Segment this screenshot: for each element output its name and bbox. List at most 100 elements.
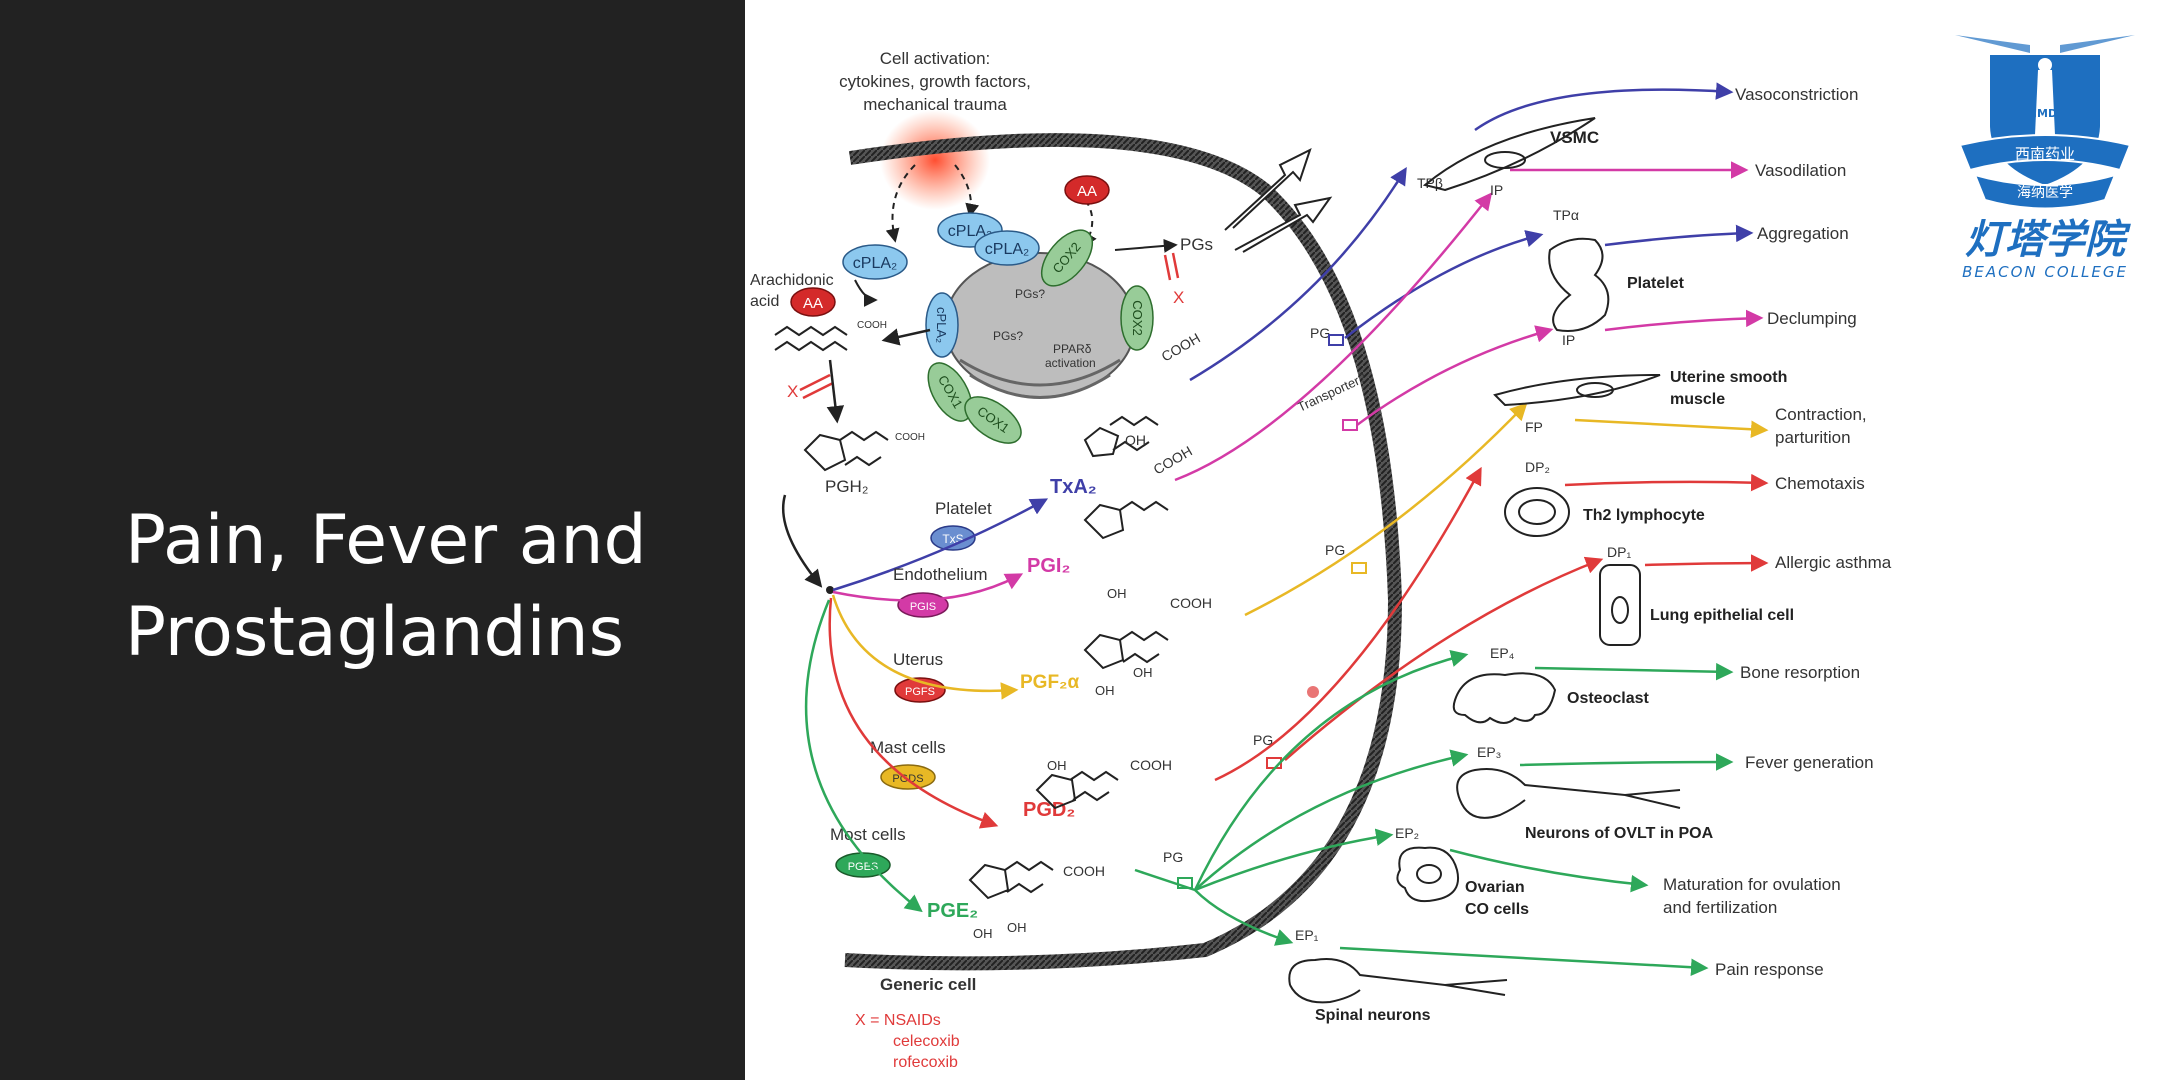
osteoclast-label: Osteoclast xyxy=(1567,690,1649,707)
ep4-receptor-label: EP₄ xyxy=(1490,645,1515,661)
pgf2a-structure xyxy=(1083,630,1169,670)
transporter-blue xyxy=(1328,334,1344,346)
cpla2-to-aa-arrow xyxy=(854,279,878,307)
dp1-receptor-label: DP₁ xyxy=(1607,544,1631,560)
ovlt-neuron-cell xyxy=(1456,768,1681,819)
txa2-synthesis-arrow xyxy=(832,498,1049,592)
pgs-export-arrow-2 xyxy=(1234,196,1333,253)
pgf2a-synthesis-arrow xyxy=(831,594,1019,700)
source-platelet-label: Platelet xyxy=(935,499,992,518)
slide-title: Pain, Fever and Prostaglandins xyxy=(125,495,725,679)
pgd2-synthesis-arrow xyxy=(828,597,999,829)
pgh2-cooh-label: COOH xyxy=(895,432,925,443)
svg-text:cPLA₂: cPLA₂ xyxy=(948,223,992,240)
txa2-export-to-tp-alpha xyxy=(1344,230,1544,339)
cox2-enzyme-1: COX2 xyxy=(1040,229,1094,287)
pge2-to-ep4 xyxy=(1193,649,1469,891)
contraction-label-2: parturition xyxy=(1775,428,1851,447)
pge2-oh-label-1: OH xyxy=(973,926,993,941)
logo-badge-text: IMD xyxy=(2033,107,2057,120)
nsaids-label: X = NSAIDs xyxy=(855,1012,941,1029)
pge2-label: PGE₂ xyxy=(927,900,978,922)
membrane-pg-label-4: PG xyxy=(1163,849,1183,865)
nucleus xyxy=(944,252,1136,398)
membrane-pg-label-1: PG xyxy=(1310,325,1330,341)
transporter-green xyxy=(1177,877,1193,889)
aa-to-pgh2-arrow xyxy=(826,359,845,424)
pgi2-structure xyxy=(1083,500,1169,540)
th2-to-chemotaxis xyxy=(1564,473,1769,492)
vsmc-label: VSMC xyxy=(1550,128,1599,147)
slide-title-line-1: Pain, Fever and xyxy=(125,501,647,580)
osteoclast-cell xyxy=(1452,672,1557,724)
chemotaxis-label: Chemotaxis xyxy=(1775,474,1865,493)
nsaid-block-bars-2 xyxy=(1163,252,1180,281)
ep2-receptor-label: EP₂ xyxy=(1395,825,1419,841)
dp2-receptor-label: DP₂ xyxy=(1525,459,1550,475)
uterine-muscle-cell xyxy=(1493,374,1661,407)
platelet-target-label: Platelet xyxy=(1627,275,1685,292)
transporter-label: Transporter? xyxy=(1295,370,1368,415)
pgd2-export-to-dp1 xyxy=(1284,556,1604,761)
pge2-synthesis-arrow xyxy=(804,599,923,913)
svg-text:AA: AA xyxy=(803,295,823,312)
lung-label: Lung epithelial cell xyxy=(1650,607,1794,624)
transporter-yellow xyxy=(1351,562,1367,574)
vsmc-cell xyxy=(1422,117,1596,192)
fever-generation-label: Fever generation xyxy=(1745,753,1874,772)
pgd2-cooh-label: COOH xyxy=(1130,757,1172,773)
logo-ribbon-bottom-text: 海纳医学 xyxy=(2017,185,2073,201)
aa-to-cox-arrow xyxy=(1069,184,1097,248)
celecoxib-label: celecoxib xyxy=(893,1033,960,1050)
pge2-structure xyxy=(968,860,1054,900)
pge2-cooh-label: COOH xyxy=(1063,863,1105,879)
pge2-to-ep2 xyxy=(1194,828,1394,892)
txa2-oh-label: OH xyxy=(1125,432,1146,448)
nsaid-block-bars-1 xyxy=(799,373,834,400)
membrane-pg-label-2: PG xyxy=(1325,542,1345,558)
vsmc-to-vasoconstriction xyxy=(1474,82,1734,132)
ovarian-cell xyxy=(1396,846,1459,903)
cell-activation-label-1: Cell activation: xyxy=(880,49,991,68)
pge2-oh-label-2: OH xyxy=(1007,920,1027,935)
aa-badge-outer: AA xyxy=(790,287,836,317)
ribbon-top xyxy=(1958,134,2132,172)
ip-receptor-label-2: IP xyxy=(1562,332,1575,348)
lung-to-asthma xyxy=(1644,554,1769,572)
activation-arrow-right xyxy=(954,164,980,218)
aggregation-label: Aggregation xyxy=(1757,224,1849,243)
branch-point xyxy=(826,586,834,594)
pgi2-oh-label: OH xyxy=(1107,586,1127,601)
cell-membrane xyxy=(844,133,1403,971)
pgf2a-oh-label-1: OH xyxy=(1095,683,1115,698)
platelet-cell xyxy=(1548,237,1610,332)
uterine-cell-nucleus xyxy=(1576,382,1614,398)
pgd2-export-to-dp2 xyxy=(1214,466,1482,782)
slide-title-line-2: Prostaglandins xyxy=(125,593,625,672)
pgis-enzyme: PGIS xyxy=(897,592,949,618)
svg-text:cPLA₂: cPLA₂ xyxy=(853,255,897,272)
transporter-pink xyxy=(1342,419,1358,431)
pgds-enzyme: PGDS xyxy=(880,764,936,790)
aa-badge-inner: AA xyxy=(1064,175,1110,205)
aa-cooh-label: COOH xyxy=(857,320,887,331)
cpla2-enzyme-1: cPLA₂ xyxy=(842,244,908,280)
source-uterus-label: Uterus xyxy=(893,650,943,669)
ovarian-cell-nucleus xyxy=(1416,864,1442,884)
th2-label: Th2 lymphocyte xyxy=(1583,507,1705,524)
uterine-label-2: muscle xyxy=(1670,391,1725,408)
maturation-label-1: Maturation for ovulation xyxy=(1663,875,1841,894)
pgs-export-arrow-1 xyxy=(1224,148,1312,231)
pgi2-export-to-ip-platelet xyxy=(1356,325,1554,427)
cpla2-enzyme-4: cPLA₂ xyxy=(925,292,959,358)
svg-text:AA: AA xyxy=(1077,183,1097,200)
arachidonic-acid-label-1: Arachidonic xyxy=(750,272,834,289)
pgd2-oh-label: OH xyxy=(1047,758,1067,773)
lighthouse-beam-icon xyxy=(1955,35,2135,53)
ovlt-label: Neurons of OVLT in POA xyxy=(1525,825,1714,842)
uterine-to-contraction xyxy=(1574,418,1769,438)
svg-text:PGFS: PGFS xyxy=(905,686,935,698)
pgh2-label: PGH₂ xyxy=(825,477,868,496)
er-membranes xyxy=(959,358,1121,399)
vsmc-nucleus xyxy=(1484,151,1526,169)
